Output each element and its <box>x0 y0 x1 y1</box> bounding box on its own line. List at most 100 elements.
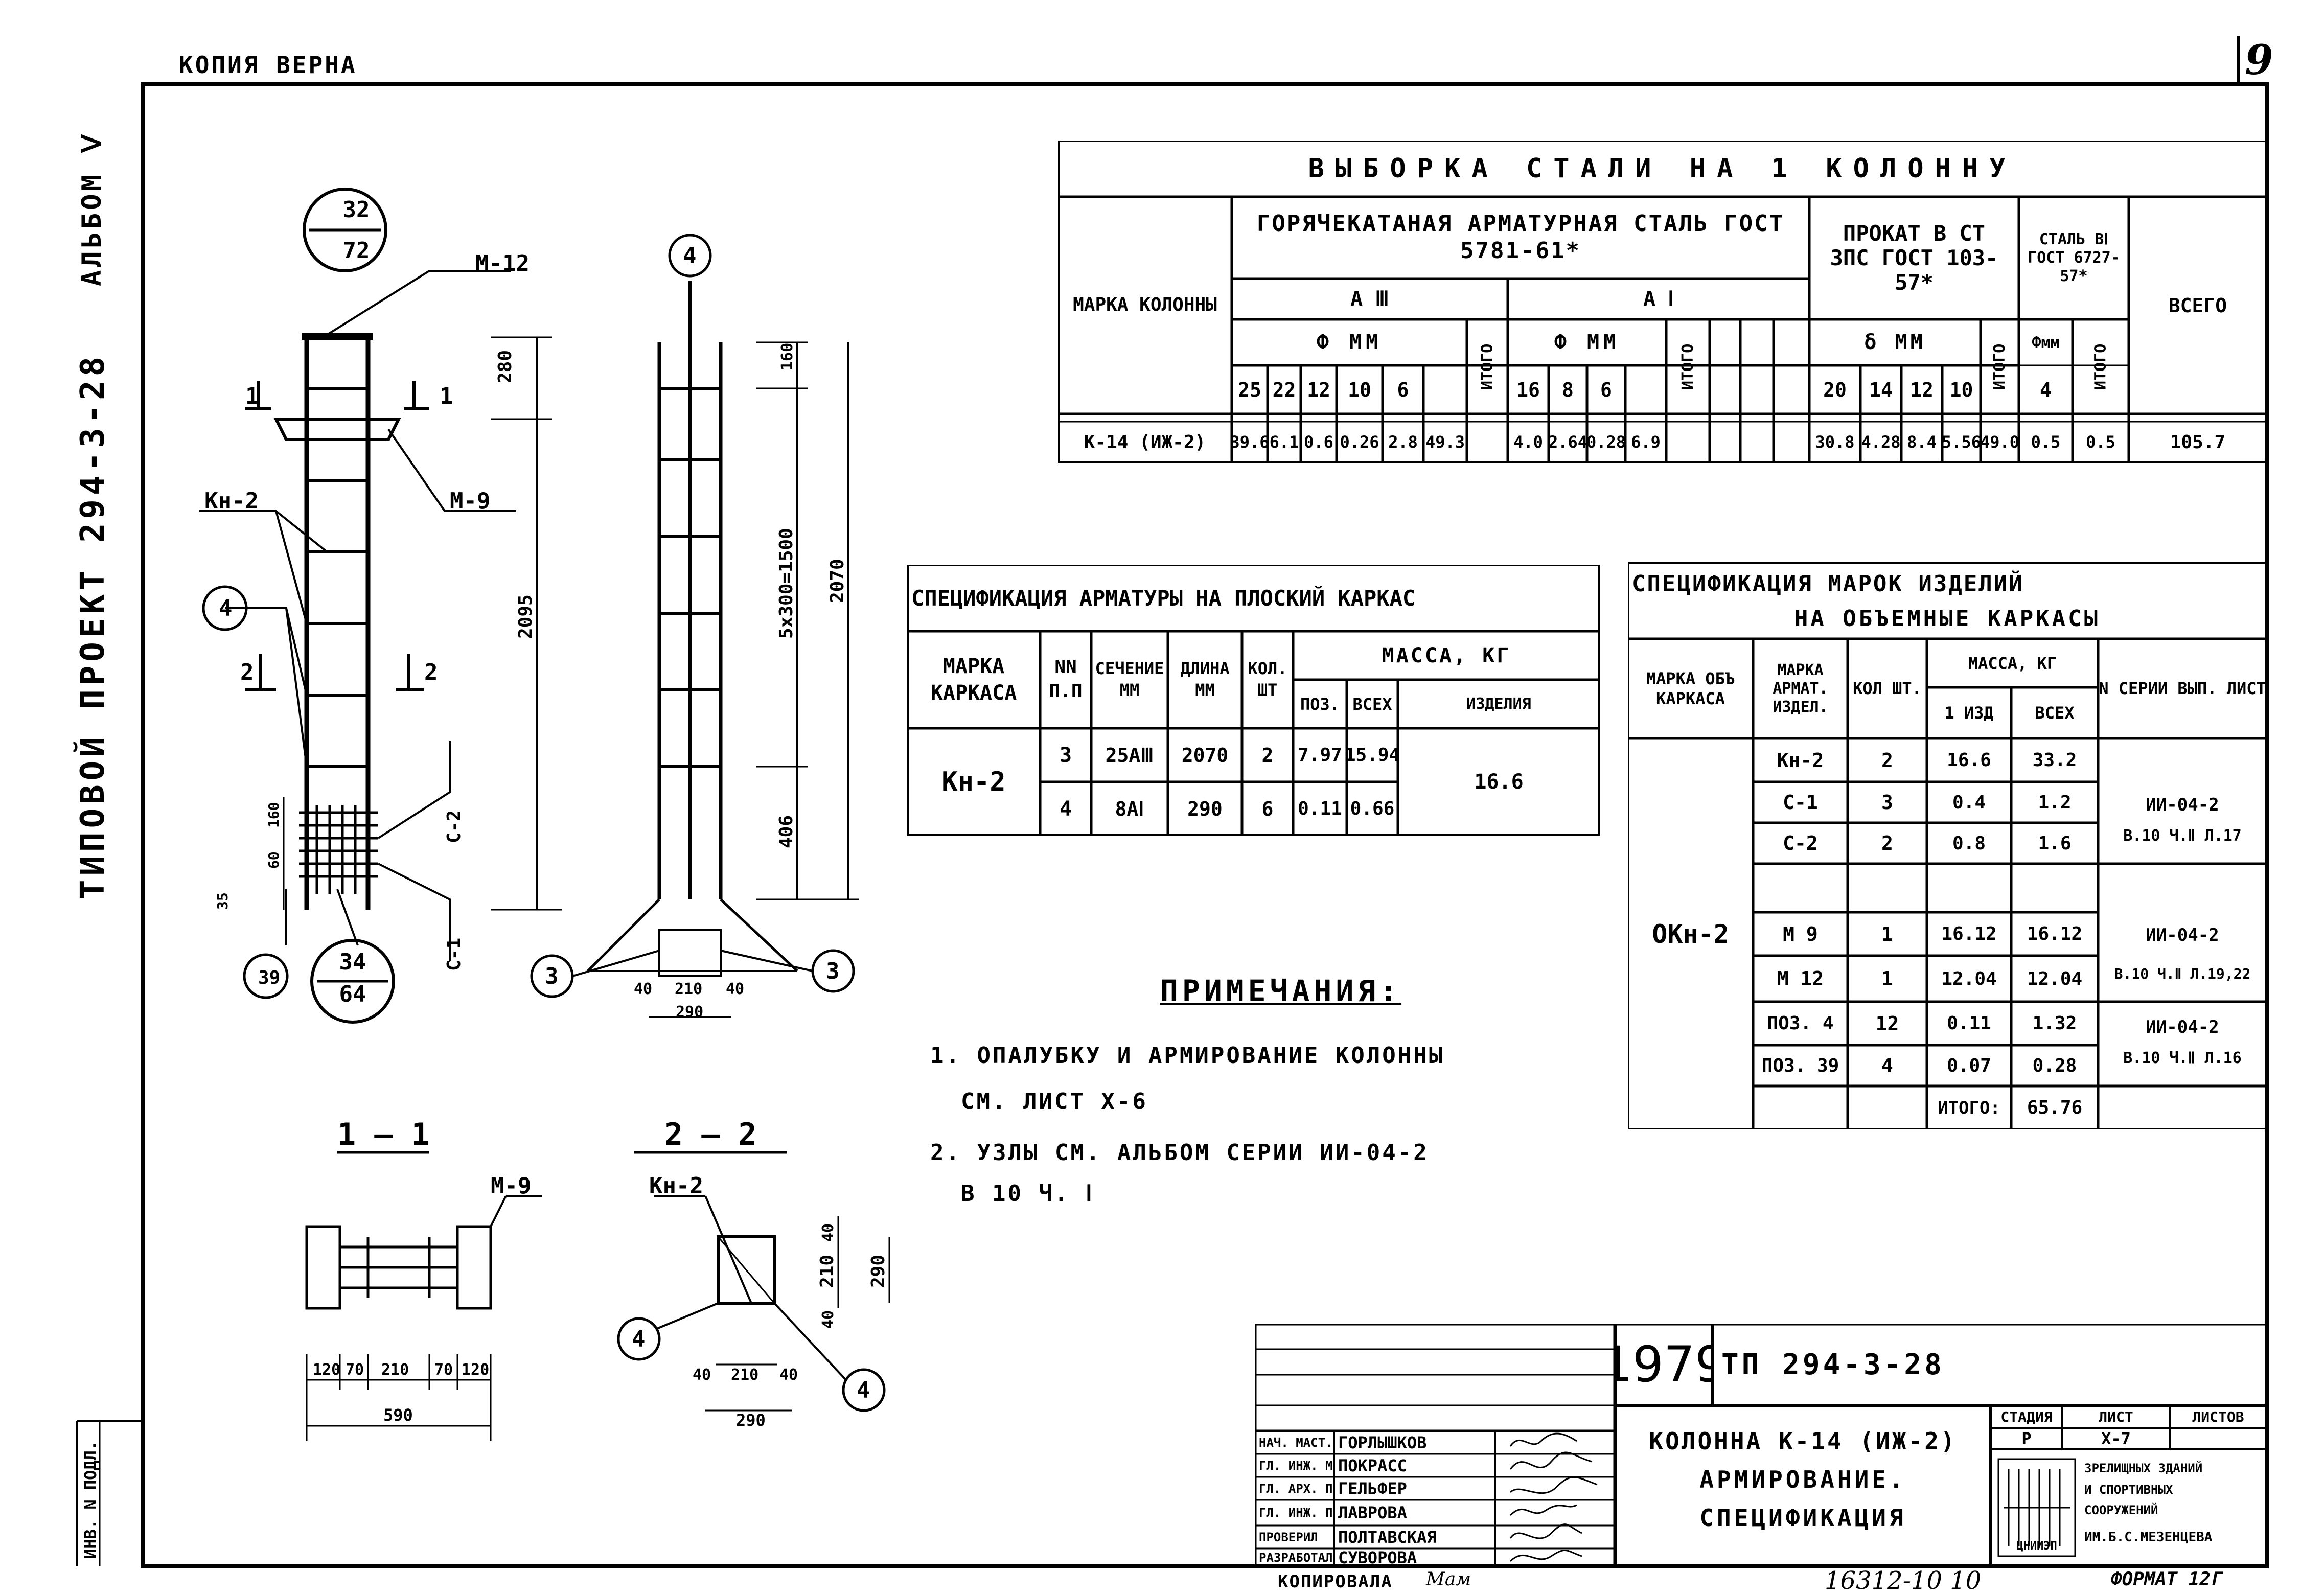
sheet-number: 9 <box>2245 36 2273 84</box>
dim-s2-290: 290 <box>736 1411 766 1430</box>
vol-r0-one: 16.6 <box>1947 750 1991 771</box>
vol-itogo-value: 65.76 <box>2027 1097 2083 1118</box>
row-a1-1: 2.64 <box>1549 432 1587 452</box>
steel-phi-steel: Фмм <box>2032 333 2060 352</box>
vol-h-qty: КОЛ ШТ. <box>1853 678 1922 698</box>
tb-name-4: ПОЛТАВСКАЯ <box>1338 1527 1437 1547</box>
tb-title-3: СПЕЦИФИКАЦИЯ <box>1699 1504 1906 1532</box>
flat-r0-qty: 2 <box>1261 744 1274 767</box>
volume-table-grid <box>1628 562 2267 1129</box>
section-2-title: 2 — 2 <box>664 1117 757 1152</box>
volume-title-1: СПЕЦИФИКАЦИЯ МАРОК ИЗДЕЛИЙ <box>1632 571 2024 597</box>
dim-sec-210: 210 <box>817 1255 838 1288</box>
flat-mark: Кн-2 <box>941 767 1006 797</box>
diam-a1-1: 8 <box>1562 378 1574 401</box>
flat-mass-item: 16.6 <box>1474 770 1524 794</box>
flat-r1-mass-pos: 0.11 <box>1298 798 1342 819</box>
steel-col-total: ВСЕГО <box>2168 294 2227 317</box>
dim-2070: 2070 <box>827 559 848 603</box>
steel-col-mark: МАРКА КОЛОННЫ <box>1073 294 1217 316</box>
footer-copied-sign: Мам <box>1426 1569 1471 1590</box>
tb-role-0: НАЧ. МАСТ. <box>1259 1435 1333 1450</box>
tb-org-4: ИМ.Б.С.МЕЗЕНЦЕВА <box>2084 1529 2213 1545</box>
row-a1-2: 0.28 <box>1587 432 1625 452</box>
row-prokat-2: 8.4 <box>1907 432 1937 452</box>
steel-phi-a3: Ф ММ <box>1316 331 1383 354</box>
row-mark: К-14 (ИЖ-2) <box>1084 431 1206 453</box>
section1-m9-label: М-9 <box>491 1173 531 1199</box>
vol-r1-all: 1.2 <box>2038 792 2072 813</box>
diam-steel-0: 4 <box>2040 378 2052 401</box>
vol-r0-item: Кн-2 <box>1777 749 1824 772</box>
tb-sheets-label: ЛИСТОВ <box>2192 1408 2244 1425</box>
diam-prokat-0: 20 <box>1823 378 1847 401</box>
dim-sec-40-top: 40 <box>819 1223 837 1242</box>
row-prokat-1: 4.28 <box>1861 432 1901 452</box>
label-pos39: 39 <box>258 967 280 988</box>
tb-year: 1979 <box>1615 1336 1712 1393</box>
dim-280: 280 <box>495 350 516 383</box>
tb-stage: Р <box>2021 1429 2032 1448</box>
vol-r1-item: С-1 <box>1783 791 1818 814</box>
steel-itogo-a3: ИТОГО <box>1478 343 1497 390</box>
section2-kn2-label: Кн-2 <box>649 1173 703 1199</box>
steel-delta-prokat: δ ММ <box>1864 331 1926 354</box>
diam-prokat-2: 12 <box>1910 378 1934 401</box>
cut1-right: 1 <box>440 383 453 409</box>
steel-group-hot: ГОРЯЧЕКАТАНАЯ АРМАТУРНАЯ СТАЛЬ ГОСТ 5781… <box>1256 211 1785 264</box>
tb-org-logo: ЦНИИЭП <box>2016 1539 2057 1553</box>
tb-role-1: ГЛ. ИНЖ. М. <box>1259 1458 1334 1473</box>
row-a3-0: 39.6 <box>1232 432 1268 452</box>
dim-sec-290: 290 <box>868 1255 889 1288</box>
row-steel-total: 0.5 <box>2086 432 2115 452</box>
cut1-left: 1 <box>245 383 259 409</box>
dim-s1-210: 210 <box>381 1361 409 1379</box>
dim-35: 35 <box>214 892 231 910</box>
badge-top-den: 72 <box>343 238 370 264</box>
tb-role-4: ПРОВЕРИЛ <box>1259 1530 1318 1544</box>
flat-r0-mass-pos: 7.97 <box>1298 745 1342 766</box>
notes-line-2: 2. УЗЛЫ СМ. АЛЬБОМ СЕРИИ ИИ-04-2 <box>930 1140 1429 1166</box>
flat-r1-mass-all: 0.66 <box>1350 798 1395 819</box>
vol-r7-item: ПОЗ. 39 <box>1761 1055 1839 1076</box>
row-prokat-0: 30.8 <box>1815 432 1855 452</box>
vol-r5-qty: 1 <box>1881 967 1893 990</box>
steel-selection-table: ВЫБОРКА СТАЛИ НА 1 КОЛОННУ МАРКА КОЛОННЫ… <box>1058 141 2267 463</box>
vol-r5-one: 12.04 <box>1941 968 1997 989</box>
flat-h-length: ДЛИНА ММ <box>1180 659 1230 700</box>
flat-h-pos: NN П.П <box>1049 657 1083 702</box>
dim-60: 60 <box>265 851 282 869</box>
dim-s1-120-right: 120 <box>462 1361 489 1379</box>
row-prokat-total: 49.0 <box>1981 432 2019 452</box>
diam-a3-1: 22 <box>1272 378 1296 401</box>
vol-r4-qty: 1 <box>1881 922 1893 945</box>
dim-s2-40-right: 40 <box>779 1366 798 1384</box>
row-a3-1: 6.1 <box>1269 432 1299 452</box>
flat-r0-mass-all: 15.94 <box>1347 745 1398 766</box>
steel-itogo-a1: ИТОГО <box>1679 343 1697 390</box>
vol-r6-all: 1.32 <box>2032 1013 2077 1034</box>
vol-h-mass-all: ВСЕХ <box>2035 703 2075 723</box>
row-total: 105.7 <box>2170 431 2226 453</box>
volume-frame-table: СПЕЦИФИКАЦИЯ МАРОК ИЗДЕЛИЙ НА ОБЪЕМНЫЕ К… <box>1628 562 2267 1129</box>
vol-r5-all: 12.04 <box>2027 968 2083 989</box>
dim-160: 160 <box>265 802 282 828</box>
tb-name-1: ПОКРАСС <box>1338 1455 1407 1475</box>
diam-a3-3: 10 <box>1348 378 1371 401</box>
vol-h-mass: МАССА, КГ <box>1968 653 2057 673</box>
dim-s1-120-left: 120 <box>313 1361 340 1379</box>
row-a1-total: 6.9 <box>1631 432 1661 452</box>
vol-r1-qty: 3 <box>1881 791 1893 814</box>
vol-series-a1: ИИ-04-2 <box>2146 795 2219 815</box>
footer-copied: КОПИРОВАЛА <box>1278 1571 1393 1592</box>
vol-r7-one: 0.07 <box>1947 1055 1991 1076</box>
signatures <box>1509 1432 1598 1562</box>
tb-org-2: И СПОРТИВНЫХ <box>2084 1483 2173 1497</box>
dim-s1-590: 590 <box>383 1405 413 1425</box>
diam-a1-0: 16 <box>1516 378 1540 401</box>
title-block-grid <box>1255 1324 2267 1566</box>
vol-itogo-label: ИТОГО: <box>1938 1097 2000 1118</box>
diam-a3-4: 6 <box>1397 378 1409 401</box>
copy-mark: КОПИЯ ВЕРНА <box>179 51 357 79</box>
